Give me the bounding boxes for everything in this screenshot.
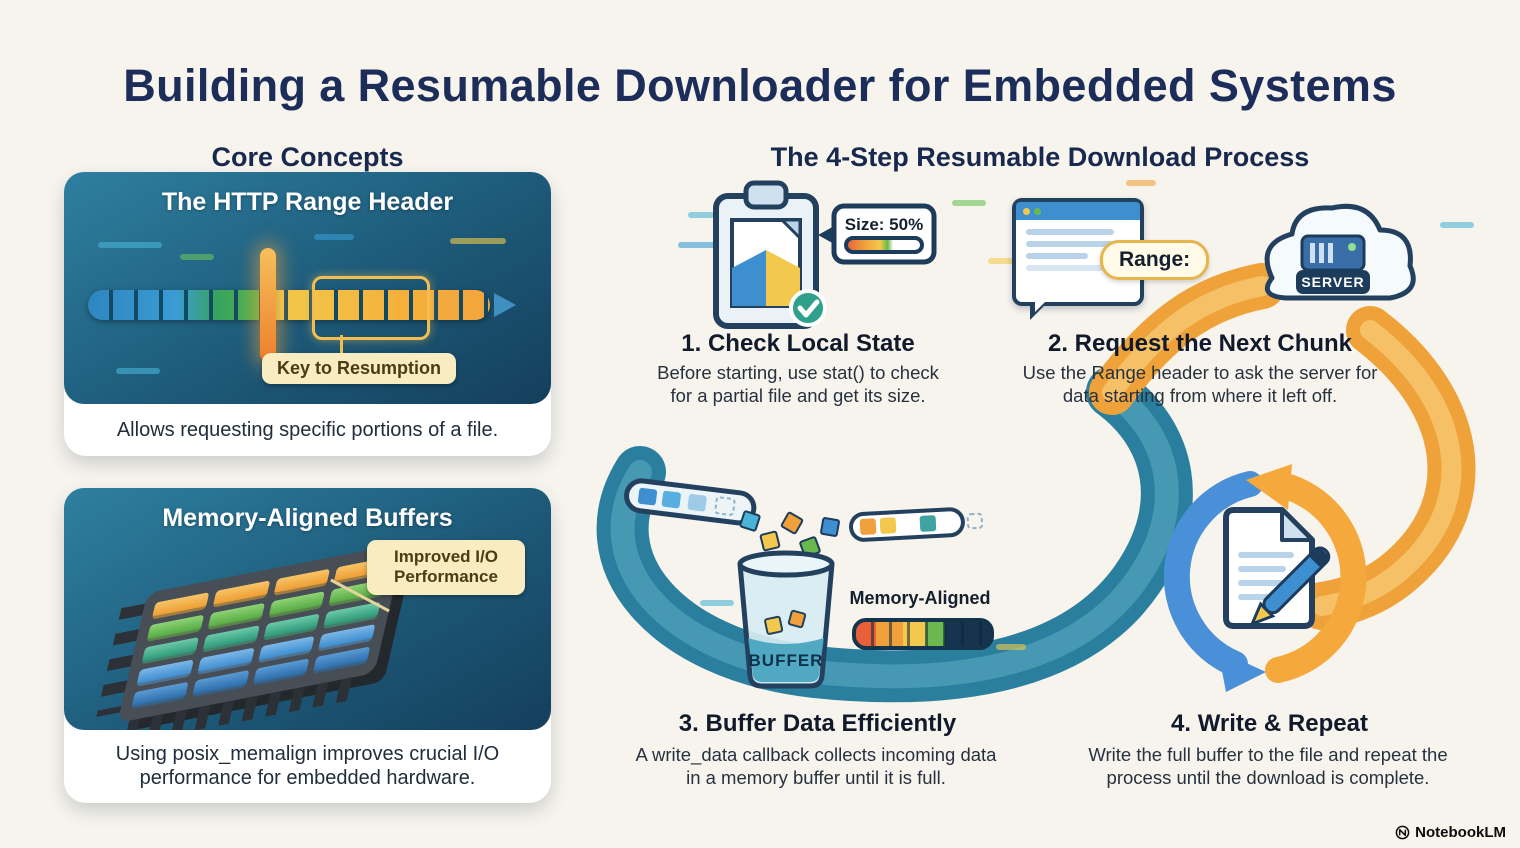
decorative-dash: [1440, 222, 1474, 228]
range-card-title: The HTTP Range Header: [161, 188, 454, 216]
watermark: NotebookLM: [1395, 824, 1506, 841]
memory-card-illustration: Memory-Aligned Buffers Improved I/O Perf…: [64, 488, 551, 730]
decorative-dash: [952, 200, 986, 206]
pen-icon: [1249, 546, 1331, 627]
decorative-dash: [98, 242, 162, 248]
range-card-caption: Allows requesting specific portions of a…: [116, 418, 499, 441]
decorative-dash: [700, 600, 734, 606]
decorative-dash: [1126, 180, 1156, 186]
core-concepts-heading: Core Concepts: [211, 142, 404, 173]
buffer-label: BUFFER: [749, 651, 824, 670]
step3-description: A write_data callback collects incoming …: [635, 744, 997, 788]
orange-ribbon-up-sheen: [1102, 276, 1272, 402]
memory-card-caption: Using posix_memalign improves crucial I/…: [115, 743, 500, 790]
decorative-dash: [116, 368, 160, 374]
chunk-capsule-icon: [849, 507, 984, 542]
range-header-badge: Range:: [1100, 240, 1210, 280]
server-box-icon: [1300, 234, 1366, 272]
step1-title: 1. Check Local State: [681, 330, 915, 357]
buffer-bucket-icon: BUFFER: [737, 550, 835, 689]
memory-aligned-label: Memory-Aligned: [849, 588, 991, 608]
server-banner: [1296, 270, 1370, 294]
check-local-state-icon: Size: 50%: [713, 180, 937, 329]
improved-io-performance-tag: Improved I/O Performance: [367, 540, 525, 595]
memory-aligned-buffers-card: Memory-Aligned Buffers Improved I/O Perf…: [64, 488, 551, 803]
step2-description: Use the Range header to ask the server f…: [1022, 362, 1378, 406]
data-chunk: [738, 509, 762, 533]
browser-content-lines: [1016, 220, 1140, 280]
memory-card-title: Memory-Aligned Buffers: [162, 504, 453, 532]
resume-position-marker: [260, 248, 276, 362]
size-badge-label: Size: 50%: [845, 215, 923, 234]
write-repeat-cycle-icon: [1163, 464, 1367, 692]
decorative-dash: [988, 258, 1014, 264]
server-cloud-icon: SERVER: [1264, 203, 1416, 301]
mini-progress-bar: [844, 236, 924, 254]
cycle-arrows-icon: [1163, 464, 1367, 692]
check-circle-icon: [789, 289, 827, 327]
clipboard-icon: [713, 180, 819, 329]
tag-connector-line: [340, 335, 343, 353]
buffer-blocks: [130, 556, 392, 710]
decorative-dash: [180, 254, 214, 260]
http-range-header-card: The HTTP Range Header Key to Resumption …: [64, 172, 551, 456]
data-pipe-icon: [624, 478, 757, 526]
step1-description: Before starting, use stat() to check for…: [657, 362, 939, 406]
window-dot-icon: [1023, 207, 1030, 215]
speech-tail-inner: [1035, 300, 1047, 312]
browser-window-icon: [1012, 198, 1144, 320]
decorative-dash: [314, 234, 354, 240]
decorative-dash: [678, 242, 718, 248]
decorative-dash: [996, 644, 1026, 650]
page-title: Building a Resumable Downloader for Embe…: [123, 60, 1397, 112]
step4-title: 4. Write & Repeat: [1171, 710, 1368, 737]
key-to-resumption-tag: Key to Resumption: [262, 353, 457, 384]
memory-aligned-bar: [852, 618, 994, 650]
teal-ribbon-sheen: [610, 380, 1179, 689]
data-chunk: [819, 516, 841, 538]
decorative-dash: [450, 238, 506, 244]
data-chunk: [779, 510, 805, 536]
watermark-label: NotebookLM: [1415, 824, 1506, 841]
arrow-right-icon: [494, 293, 516, 317]
browser-titlebar: [1016, 202, 1140, 220]
notebooklm-logo-icon: [1395, 825, 1410, 840]
decorative-dash: [688, 212, 714, 218]
window-dot-icon: [1034, 207, 1041, 215]
step4-description: Write the full buffer to the file and re…: [1088, 744, 1448, 788]
embedded-chip-icon: [117, 542, 405, 724]
step2-title: 2. Request the Next Chunk: [1047, 330, 1353, 357]
size-badge: Size: 50%: [818, 203, 937, 265]
segmented-progress-bar: [88, 248, 516, 362]
server-label: SERVER: [1301, 274, 1364, 290]
requested-range-outline: [312, 276, 430, 340]
process-heading: The 4-Step Resumable Download Process: [770, 142, 1310, 173]
range-card-illustration: The HTTP Range Header Key to Resumption: [64, 172, 551, 404]
step3-title: 3. Buffer Data Efficiently: [678, 710, 957, 737]
